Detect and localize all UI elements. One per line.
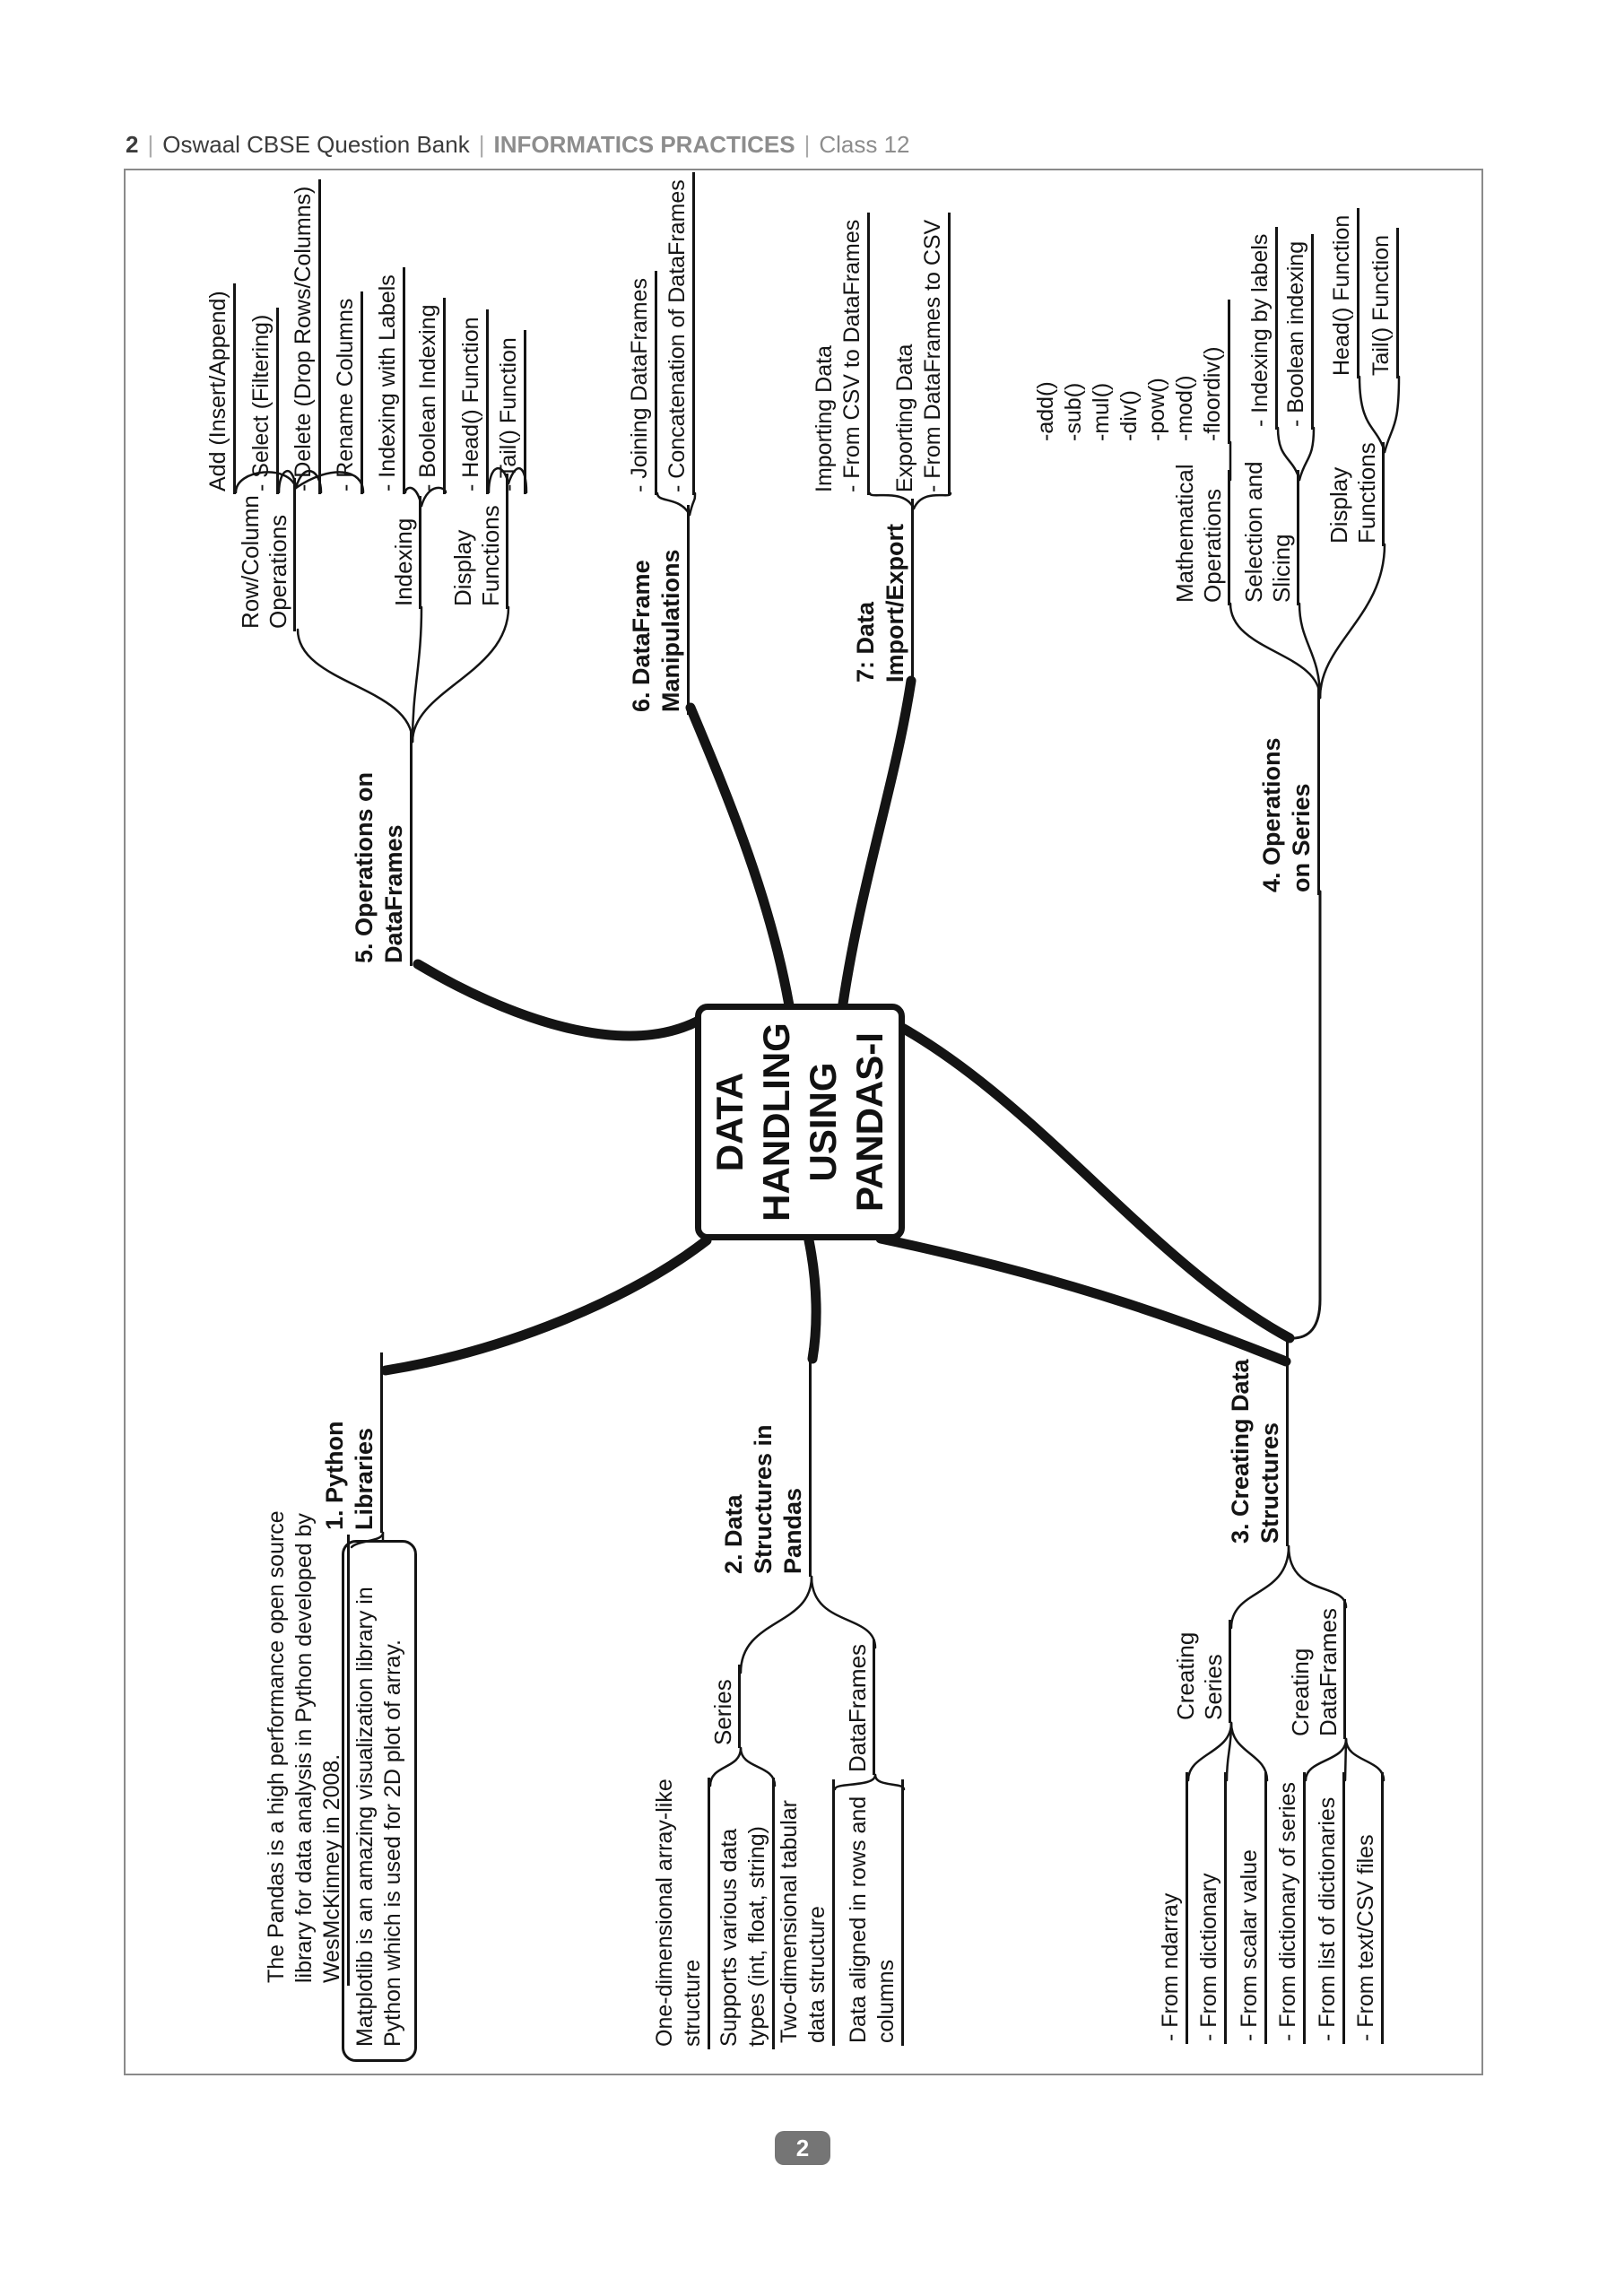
node-b5-disp-2: - Tail() Function — [495, 330, 526, 494]
node-b4-sel-1: - Indexing by labels — [1247, 226, 1278, 430]
node-b5-idx-2: - Boolean Indexing — [414, 297, 446, 494]
node-b3-cdf-1: - From dictionary of series — [1274, 1772, 1306, 2044]
footer-page-badge: 2 — [775, 2131, 830, 2165]
header-book-title: Oswaal CBSE Question Bank — [162, 131, 470, 158]
header-page-number: 2 — [126, 131, 139, 158]
node-b4-sel-2: - Boolean indexing — [1282, 233, 1314, 430]
node-b3-cs-1: - From ndarray — [1157, 1772, 1188, 2044]
node-b5-rc-4: - Rename Columns — [332, 291, 363, 494]
node-b4-math-ops: -add()-sub()-mul()-div()-pow()-mod()-flo… — [1032, 300, 1230, 444]
header-separator: | — [478, 131, 485, 158]
node-b7-2: Exporting Data- From DataFrames to CSV — [891, 212, 951, 495]
node-b4-disp-2: Tail() Function — [1368, 228, 1399, 378]
header-subject: INFORMATICS PRACTICES — [493, 131, 795, 158]
node-b3-cs-2: - From dictionary — [1195, 1772, 1227, 2044]
mindmap-edges — [234, 375, 1401, 1791]
node-b3-cs-3: - From scalar value — [1236, 1772, 1267, 2044]
node-b2-df: DataFrames — [844, 1639, 875, 1775]
header-separator: | — [147, 131, 154, 158]
node-b5-idx: Indexing — [390, 496, 421, 609]
node-b5-rc-3: - Delete (Drop Rows/Columns) — [290, 178, 321, 494]
page-header: 2 | Oswaal CBSE Question Bank | INFORMATICS … — [126, 131, 910, 159]
node-b1-pandas: The Pandas is a high performance open so… — [263, 1510, 350, 1986]
node-b2-series: Series — [709, 1665, 741, 1748]
node-b3-cdf-3: - From text/CSV files — [1352, 1772, 1384, 2044]
header-class: Class 12 — [819, 131, 910, 158]
node-b5-disp-1: - Head() Function — [457, 309, 489, 494]
node-b5-idx-1: - Indexing with Labels — [374, 267, 405, 494]
node-b4-disp-1: Head() Function — [1328, 207, 1359, 378]
node-b5-rc-1: Add (Insert/Append) — [204, 283, 236, 494]
node-b6-2: - Concatenation of DataFrames — [664, 172, 695, 495]
node-b3-cdf-2: - From list of dictionaries — [1314, 1772, 1345, 2044]
node-b7-1: Importing Data- From CSV to DataFrames — [811, 212, 870, 495]
node-b6-1: - Joining DataFrames — [626, 271, 657, 495]
node-b1-matplotlib: Matplotlib is an amazing visualization l… — [342, 1540, 417, 2062]
node-b5-rc-2: - Select (Filtering) — [248, 307, 279, 494]
header-separator: | — [804, 131, 811, 158]
